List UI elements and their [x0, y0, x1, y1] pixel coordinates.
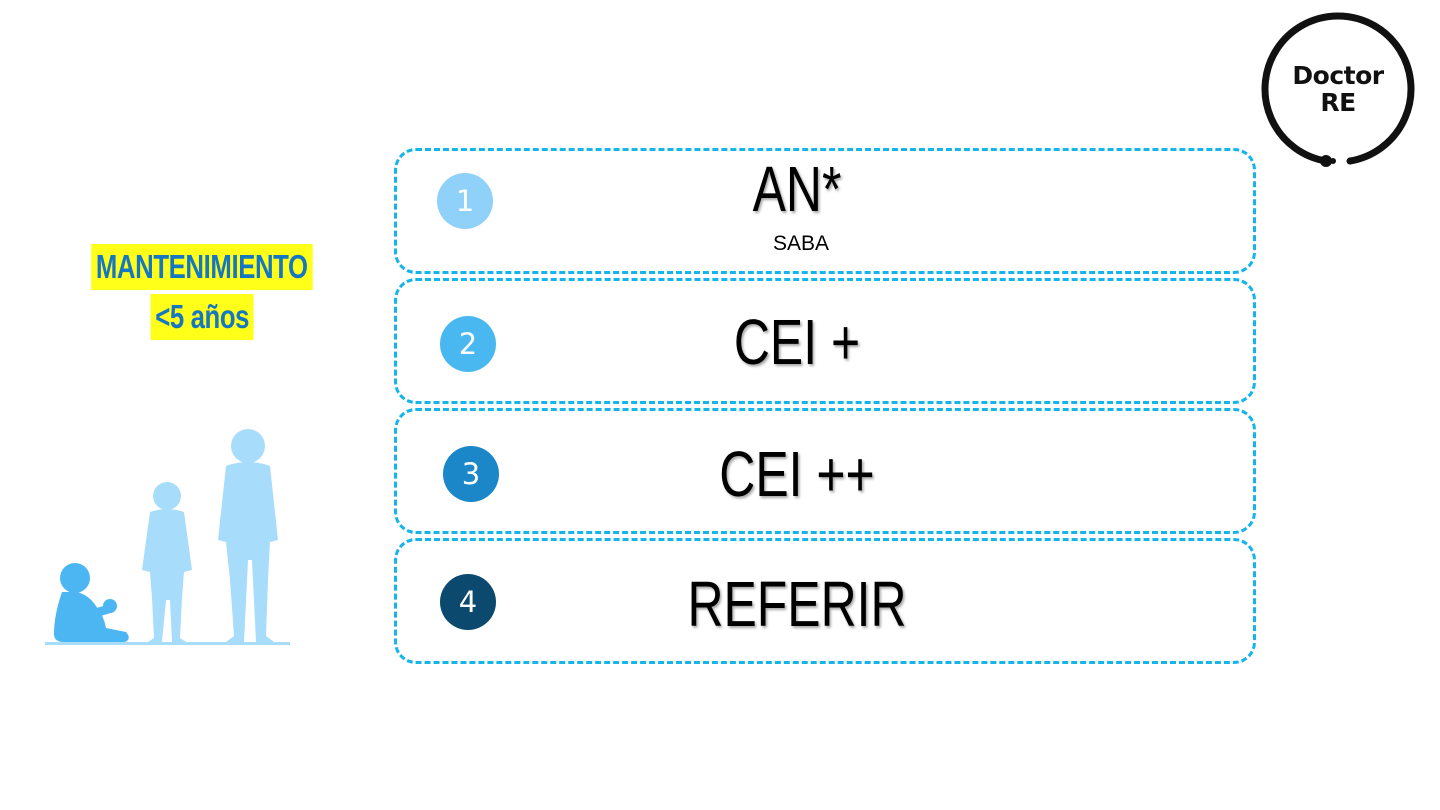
- step-1: 1 AN* SABA: [394, 148, 1256, 274]
- teen-silhouette-icon: [218, 429, 278, 642]
- logo-text: Doctor RE: [1258, 62, 1418, 116]
- label-age: <5 años: [150, 294, 254, 340]
- step-4-title: REFERIR: [687, 568, 907, 640]
- step-2-title: CEI +: [733, 306, 861, 378]
- step-3-badge: 3: [443, 446, 499, 502]
- age-group-label: MANTENIMIENTO <5 años: [60, 244, 344, 344]
- step-3: 3 CEI ++: [394, 408, 1256, 534]
- step-4: 4 REFERIR: [394, 538, 1256, 664]
- logo-ring-icon: [1261, 12, 1415, 167]
- step-2: 2 CEI +: [394, 278, 1256, 404]
- doctor-re-logo: Doctor RE: [1258, 10, 1418, 170]
- child-silhouette-icon: [142, 482, 192, 642]
- step-4-badge: 4: [440, 574, 496, 630]
- step-2-badge: 2: [440, 316, 496, 372]
- label-title: MANTENIMIENTO: [91, 244, 313, 290]
- children-silhouette-icon: [45, 429, 290, 645]
- treatment-steps: 1 AN* SABA 2 CEI + 3 CEI ++ 4 REFERIR: [394, 148, 1260, 670]
- step-1-title: AN*: [752, 153, 842, 225]
- logo-line-1: Doctor: [1292, 61, 1384, 90]
- step-1-subtitle: SABA: [772, 232, 830, 255]
- step-3-title: CEI ++: [719, 438, 875, 510]
- step-1-badge: 1: [437, 173, 493, 229]
- logo-line-2: RE: [1320, 88, 1356, 117]
- baby-silhouette-icon: [54, 563, 129, 642]
